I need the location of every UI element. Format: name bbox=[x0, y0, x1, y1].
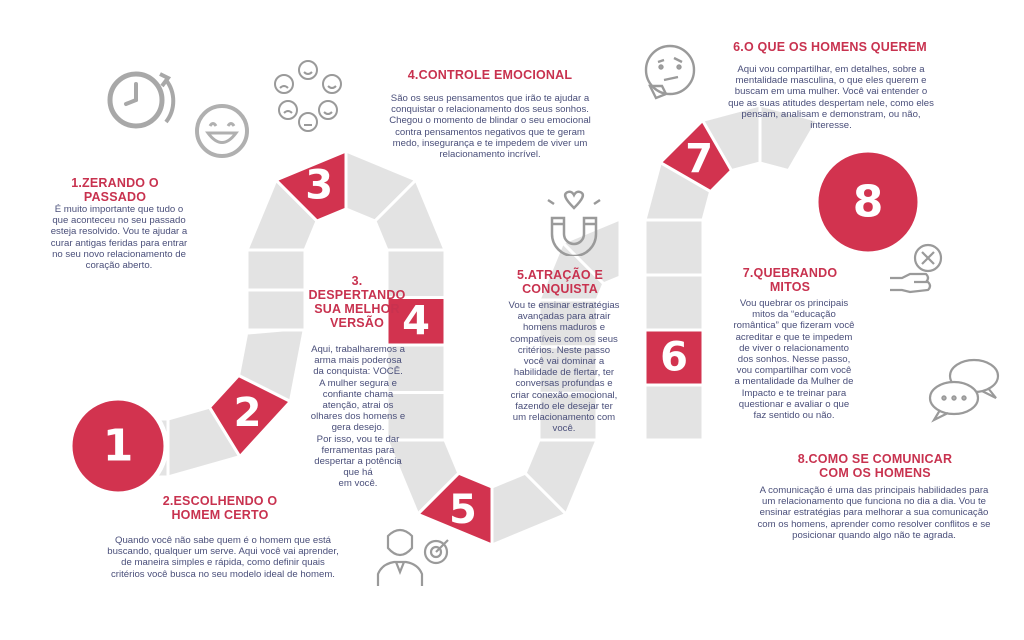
step-3-number: 3 bbox=[305, 162, 333, 208]
path-segment bbox=[758, 103, 820, 173]
emotions-icon bbox=[268, 58, 348, 134]
man-target-icon bbox=[372, 522, 452, 586]
step-6-title: 6.O QUE OS HOMENS QUEREM bbox=[733, 40, 927, 54]
step-1-title: 1.ZERANDO O PASSADO bbox=[71, 176, 159, 204]
step-6-number: 6 bbox=[660, 335, 688, 381]
step-5-marker bbox=[415, 471, 494, 548]
step-2-number: 2 bbox=[234, 390, 262, 436]
step-8-text: A comunicação é uma das principais habil… bbox=[757, 485, 991, 541]
step-2-marker bbox=[207, 373, 293, 460]
step-6-marker bbox=[643, 328, 705, 387]
step-7-title: 7.QUEBRANDO MITOS bbox=[742, 266, 838, 294]
path-segments bbox=[67, 103, 923, 548]
step-5-title: 5.ATRAÇÃO E CONQUISTA bbox=[516, 268, 603, 296]
step-1-text: É muito importante que tudo o que aconte… bbox=[50, 204, 188, 272]
magnet-heart-icon bbox=[540, 188, 608, 256]
chat-bubbles-icon bbox=[926, 356, 1006, 424]
step-4-title: 4.CONTROLE EMOCIONAL bbox=[407, 68, 573, 82]
step-numbers: 2 3 4 5 6 7 1 8 bbox=[103, 136, 884, 533]
step-5-number: 5 bbox=[449, 487, 477, 533]
step-7-marker bbox=[657, 117, 734, 194]
thinking-face-icon bbox=[640, 40, 702, 102]
clock-icon bbox=[104, 64, 184, 138]
path-segment bbox=[643, 383, 705, 442]
step-4-marker bbox=[385, 296, 447, 347]
step-4-text: São os seus pensamentos que irão te ajud… bbox=[389, 93, 591, 161]
step-3-marker bbox=[273, 148, 348, 223]
step-2-text: Quando você não sabe quem é o homem que … bbox=[107, 535, 339, 580]
step-4-number: 4 bbox=[402, 298, 430, 344]
path-segment bbox=[560, 216, 622, 286]
step-7-text: Vou quebrar os principais mitos da “educ… bbox=[733, 298, 855, 422]
cross-hand-icon bbox=[888, 240, 954, 300]
path-segment bbox=[245, 288, 307, 332]
step-3-title: 3. DESPERTANDO SUA MELHOR VERSÃO bbox=[308, 274, 406, 330]
step-2-title: 2.ESCOLHENDO O HOMEM CERTO bbox=[162, 494, 278, 522]
step-6-text: Aqui vou compartilhar, em detalhes, sobr… bbox=[728, 64, 934, 132]
step-8-title: 8.COMO SE COMUNICAR COM OS HOMENS bbox=[797, 452, 953, 480]
step-8-marker bbox=[813, 147, 923, 257]
step-8-number: 8 bbox=[853, 177, 884, 228]
path-segment bbox=[643, 218, 705, 277]
step-5-text: Vou te ensinar estratégias avançadas par… bbox=[508, 300, 620, 435]
step-1-marker bbox=[67, 395, 169, 497]
step-7-number: 7 bbox=[685, 136, 713, 182]
smiley-icon bbox=[192, 102, 252, 160]
path-segment bbox=[643, 273, 705, 332]
step-1-number: 1 bbox=[103, 421, 134, 472]
step-3-text: Aqui, trabalharemos a arma mais poderosa… bbox=[310, 344, 406, 490]
path-segment bbox=[245, 248, 307, 292]
